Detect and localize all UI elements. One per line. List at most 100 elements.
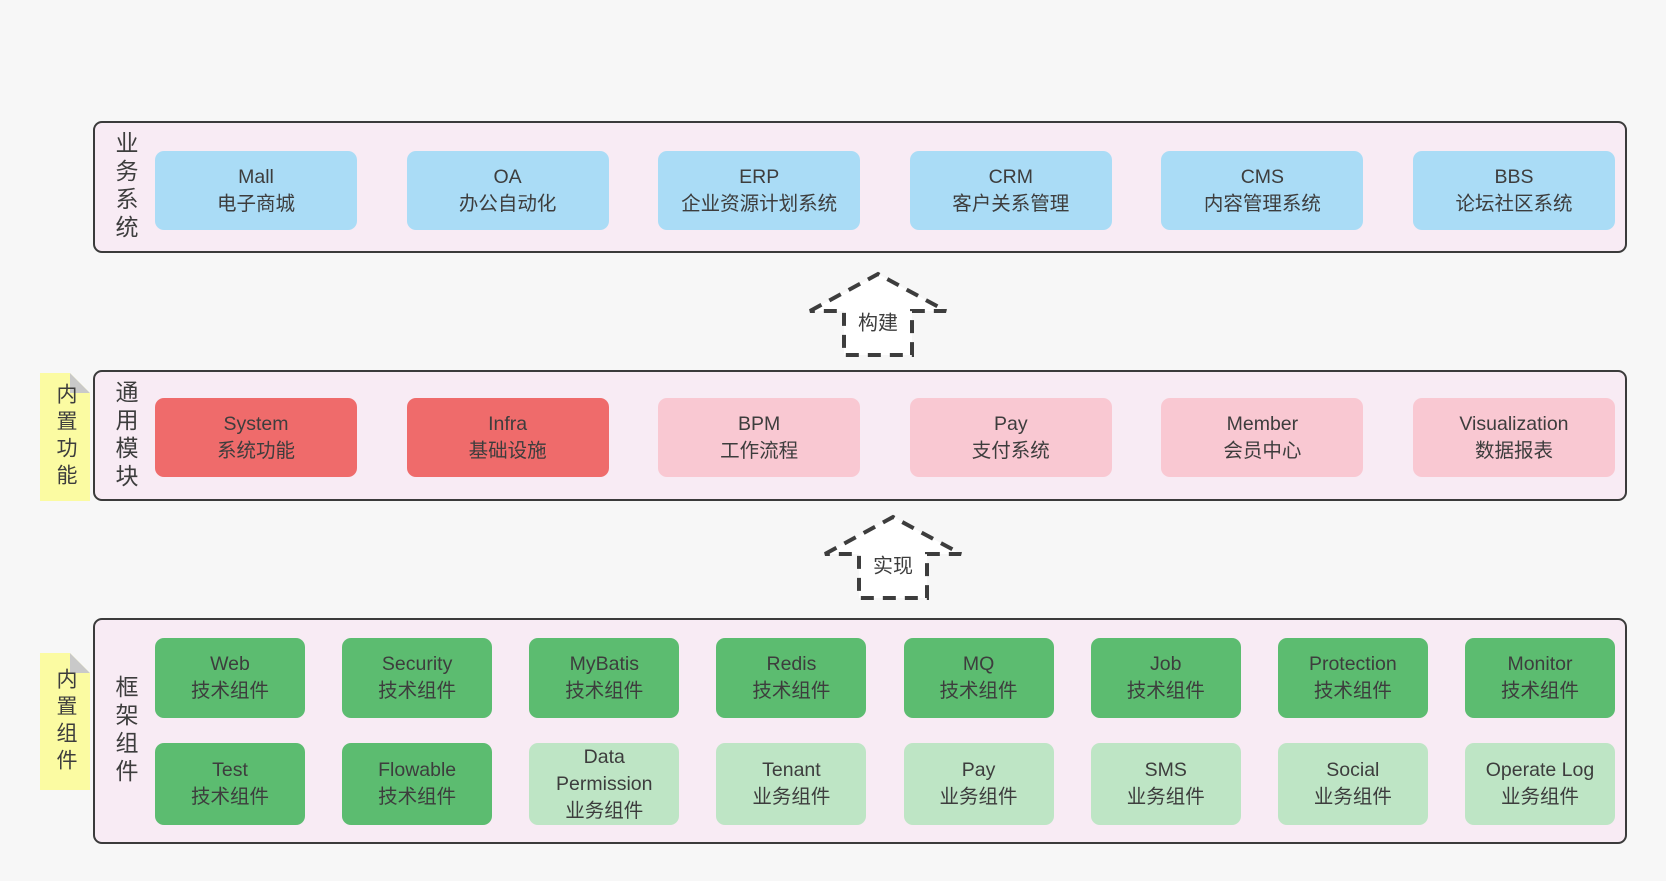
- node-operate-log: Operate Log 业务组件: [1464, 743, 1615, 825]
- band-label-common-modules: 通用模块: [112, 379, 138, 492]
- node-title: CRM: [988, 165, 1033, 188]
- node-mybatis: MyBatis 技术组件: [529, 638, 680, 718]
- node-erp: ERP 企业资源计划系统: [658, 151, 861, 230]
- tag-built-in-components: 内置组件: [40, 653, 90, 790]
- band-label-framework-components: 框架组件: [112, 675, 138, 787]
- node-pay: Pay 支付系统: [909, 398, 1112, 477]
- node-cms: CMS 内容管理系统: [1161, 151, 1364, 230]
- node-subtitle: 业务组件: [939, 786, 1018, 808]
- arrow-implement: 实现: [823, 514, 963, 602]
- node-protection: Protection 技术组件: [1277, 638, 1428, 718]
- node-mq: MQ 技术组件: [903, 638, 1054, 718]
- node-title: Redis: [766, 653, 817, 675]
- node-subtitle: 业务组件: [1313, 786, 1392, 808]
- framework-components-row-1: Web 技术组件 Security 技术组件 MyBatis 技术组件 Redi…: [155, 638, 1615, 718]
- node-title: BPM: [738, 412, 781, 435]
- node-subtitle: 办公自动化: [458, 192, 557, 215]
- node-redis: Redis 技术组件: [716, 638, 867, 718]
- node-subtitle: 技术组件: [565, 680, 644, 702]
- node-bbs: BBS 论坛社区系统: [1412, 151, 1615, 230]
- node-title: Job: [1149, 653, 1182, 675]
- node-subtitle: 客户关系管理: [952, 192, 1070, 215]
- node-title: Mall: [238, 165, 274, 188]
- node-title: CMS: [1240, 165, 1285, 188]
- common-modules-row: System 系统功能 Infra 基础设施 BPM 工作流程 Pay 支付系统…: [155, 398, 1615, 477]
- node-title: MyBatis: [569, 653, 639, 675]
- node-title: BBS: [1494, 165, 1534, 188]
- node-subtitle: 工作流程: [720, 439, 799, 462]
- node-subtitle: 技术组件: [378, 680, 457, 702]
- node-title: Tenant: [762, 759, 821, 781]
- node-title: MQ: [962, 653, 995, 675]
- tag-built-in-features: 内置功能: [40, 373, 90, 501]
- node-member: Member 会员中心: [1161, 398, 1364, 477]
- node-mall: Mall 电子商城: [155, 151, 357, 230]
- node-subtitle: 技术组件: [1500, 680, 1579, 702]
- tag-built-in-components-label: 内置组件: [54, 667, 77, 776]
- arrow-implement-label: 实现: [869, 548, 917, 580]
- node-subtitle: 技术组件: [378, 786, 457, 808]
- node-subtitle: 技术组件: [752, 680, 831, 702]
- node-title: OA: [493, 165, 522, 188]
- node-subtitle: 业务组件: [1500, 786, 1579, 808]
- node-bpm: BPM 工作流程: [658, 398, 861, 477]
- node-subtitle: 会员中心: [1223, 439, 1302, 462]
- node-title: Social: [1326, 759, 1380, 781]
- node-subtitle: 技术组件: [190, 786, 269, 808]
- node-subtitle: 支付系统: [971, 439, 1050, 462]
- node-subtitle: 业务组件: [752, 786, 831, 808]
- node-title: Pay: [993, 412, 1028, 435]
- node-subtitle: 技术组件: [190, 680, 269, 702]
- node-subtitle: 电子商城: [216, 192, 295, 215]
- framework-components-row-2: Test 技术组件 Flowable 技术组件 Data Permission …: [155, 743, 1615, 825]
- node-crm: CRM 客户关系管理: [909, 151, 1112, 230]
- business-systems-row: Mall 电子商城 OA 办公自动化 ERP 企业资源计划系统 CRM 客户关系…: [155, 151, 1615, 230]
- node-data-permission: Data Permission 业务组件: [529, 743, 680, 825]
- node-flowable: Flowable 技术组件: [342, 743, 493, 825]
- node-title: Operate Log: [1485, 759, 1595, 781]
- node-title: Data Permission: [556, 745, 653, 795]
- node-monitor: Monitor 技术组件: [1464, 638, 1615, 718]
- node-subtitle: 基础设施: [468, 439, 547, 462]
- band-common-modules: 通用模块 System 系统功能 Infra 基础设施 BPM 工作流程 Pay…: [93, 370, 1627, 501]
- node-subtitle: 技术组件: [1313, 680, 1392, 702]
- node-subtitle: 论坛社区系统: [1455, 192, 1573, 215]
- band-business-systems: 业务系统 Mall 电子商城 OA 办公自动化 ERP 企业资源计划系统 CRM…: [93, 121, 1627, 253]
- node-title: Member: [1226, 412, 1299, 435]
- node-title: Flowable: [378, 759, 457, 781]
- node-visualization: Visualization 数据报表: [1412, 398, 1615, 477]
- node-social: Social 业务组件: [1277, 743, 1428, 825]
- node-subtitle: 系统功能: [216, 439, 295, 462]
- arrow-build: 构建: [808, 271, 948, 359]
- node-security: Security 技术组件: [342, 638, 493, 718]
- node-subtitle: 数据报表: [1474, 439, 1553, 462]
- band-label-business-systems: 业务系统: [112, 131, 138, 243]
- node-subtitle: 技术组件: [939, 680, 1018, 702]
- node-subtitle: 企业资源计划系统: [681, 192, 838, 215]
- node-title: Protection: [1308, 653, 1397, 675]
- node-job: Job 技术组件: [1090, 638, 1241, 718]
- node-title: System: [223, 412, 289, 435]
- node-title: Monitor: [1507, 653, 1573, 675]
- node-title: Test: [212, 759, 248, 781]
- node-tenant: Tenant 业务组件: [716, 743, 867, 825]
- node-sms: SMS 业务组件: [1090, 743, 1241, 825]
- node-title: Visualization: [1459, 412, 1569, 435]
- arrow-build-label: 构建: [854, 305, 902, 337]
- node-web: Web 技术组件: [155, 638, 305, 718]
- node-test: Test 技术组件: [155, 743, 305, 825]
- node-title: Web: [210, 653, 250, 675]
- node-subtitle: 内容管理系统: [1203, 192, 1321, 215]
- tag-built-in-features-label: 内置功能: [54, 383, 77, 491]
- node-system: System 系统功能: [155, 398, 357, 477]
- node-pay-business: Pay 业务组件: [903, 743, 1054, 825]
- node-title: ERP: [739, 165, 780, 188]
- node-title: Pay: [961, 759, 996, 781]
- node-title: Security: [381, 653, 453, 675]
- node-title: Infra: [488, 412, 528, 435]
- node-title: SMS: [1144, 759, 1187, 781]
- node-subtitle: 业务组件: [1126, 786, 1205, 808]
- node-infra: Infra 基础设施: [406, 398, 609, 477]
- node-subtitle: 业务组件: [565, 799, 644, 822]
